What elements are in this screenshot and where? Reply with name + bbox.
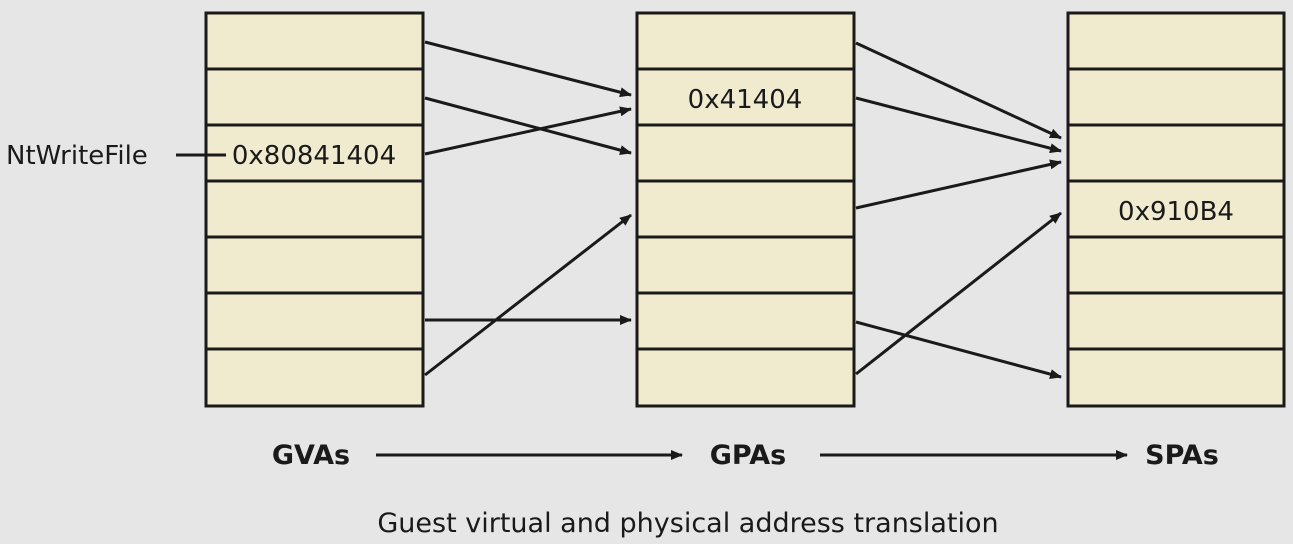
mapping-arrow bbox=[855, 159, 1062, 210]
mapping-arrow bbox=[424, 106, 632, 156]
mapping-arrow bbox=[424, 213, 632, 377]
gpa-column-label: GPAs bbox=[710, 440, 786, 471]
diagram-caption: Guest virtual and physical address trans… bbox=[377, 508, 998, 539]
mapping-arrow bbox=[855, 211, 1062, 376]
mapping-arrow bbox=[855, 41, 1062, 140]
gpa-address: 0x41404 bbox=[688, 85, 803, 115]
gpa-to-spa-arrows bbox=[855, 41, 1062, 379]
mapping-arrow bbox=[424, 40, 632, 98]
gpa-table: 0x41404 bbox=[635, 11, 856, 408]
spa-address: 0x910B4 bbox=[1118, 197, 1234, 227]
mapping-arrow bbox=[424, 96, 632, 155]
gva-address: 0x80841404 bbox=[232, 141, 396, 171]
mapping-arrow bbox=[855, 320, 1062, 379]
gva-to-gpa-arrows bbox=[424, 40, 632, 377]
gva-column-label: GVAs bbox=[272, 440, 350, 471]
spa-column-label: SPAs bbox=[1145, 440, 1219, 471]
pointer-label: NtWriteFile bbox=[6, 141, 148, 171]
spa-table: 0x910B4 bbox=[1066, 11, 1286, 408]
gva-table: 0x80841404 bbox=[204, 11, 425, 408]
mapping-arrow bbox=[855, 96, 1062, 154]
